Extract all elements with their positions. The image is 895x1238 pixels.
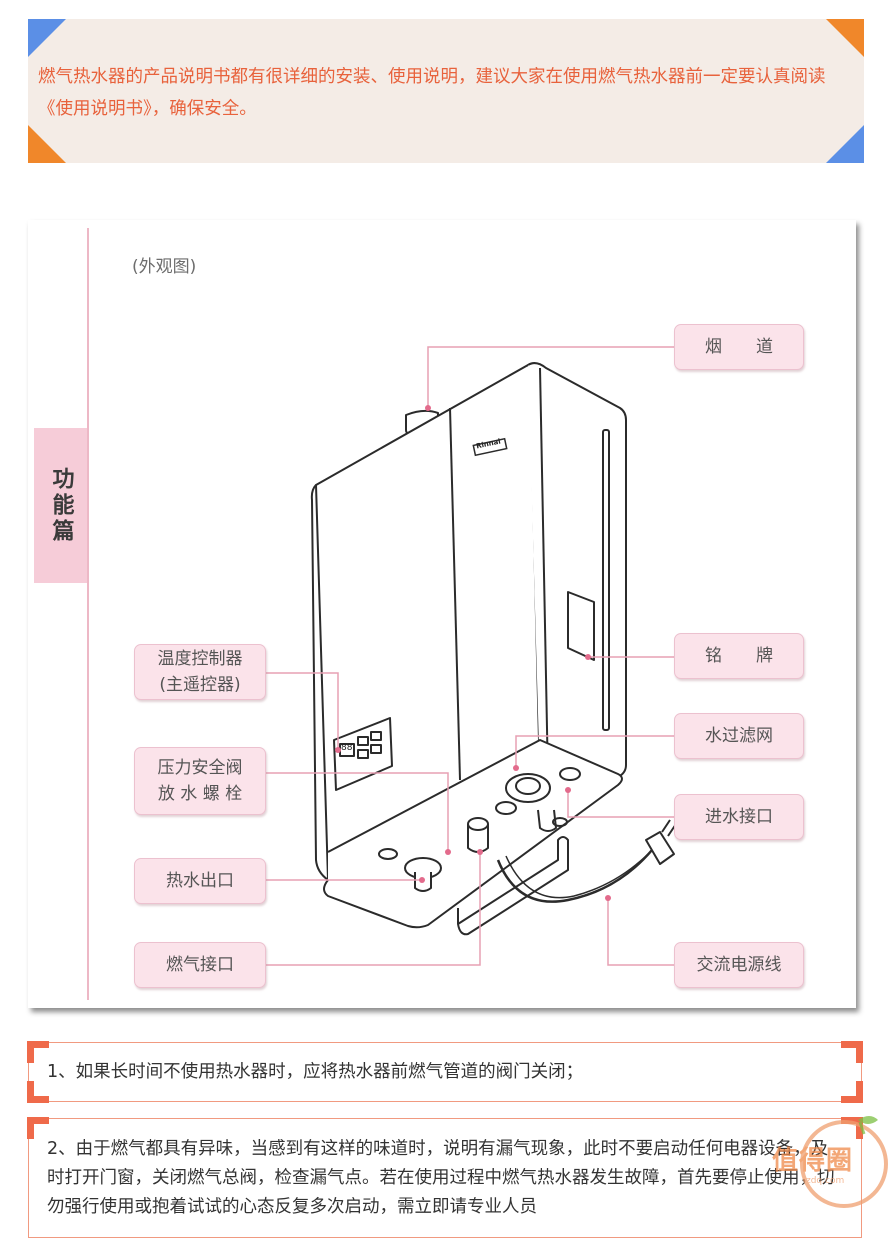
watermark-text: 值得圈 (772, 1146, 854, 1176)
label-line: (主遥控器) (159, 675, 241, 695)
corner-decoration (826, 19, 864, 57)
leader-dots (335, 405, 611, 901)
bracket-decoration (27, 1096, 49, 1103)
bracket-decoration (27, 1041, 49, 1048)
bracket-decoration (856, 1041, 863, 1063)
bracket-decoration (27, 1041, 34, 1063)
label-flue: 烟 道 (674, 324, 804, 370)
label-temperature-controller: 温度控制器 (主遥控器) (134, 644, 266, 700)
tip-box: 2、由于燃气都具有异味，当感到有这样的味道时，说明有漏气现象，此时不要启动任何电… (27, 1117, 863, 1238)
figure-caption: (外观图) (132, 257, 197, 277)
label-water-inlet: 进水接口 (674, 794, 804, 840)
bracket-decoration (856, 1117, 863, 1139)
site-watermark: 值得圈 zdq.com (766, 1110, 892, 1209)
tip-text: 2、由于燃气都具有异味，当感到有这样的味道时，说明有漏气现象，此时不要启动任何电… (47, 1139, 835, 1217)
corner-decoration (28, 19, 66, 57)
label-line: 温度控制器 (157, 649, 243, 669)
bracket-decoration (856, 1081, 863, 1103)
water-heater-diagram: (外观图) 功能篇 Rinnai 88 烟 道 铭 牌 水过滤网 进水接口 交流… (28, 220, 856, 1008)
label-nameplate: 铭 牌 (674, 633, 804, 679)
bracket-decoration (841, 1096, 863, 1103)
tip-text: 1、如果长时间不使用热水器时，应将热水器前燃气管道的阀门关闭； (47, 1062, 584, 1082)
panel-readout: 88 (341, 743, 353, 753)
label-pressure-safety-valve: 压力安全阀 放 水 螺 栓 (134, 747, 266, 815)
label-line: 压力安全阀 (157, 758, 243, 778)
label-water-filter: 水过滤网 (674, 713, 804, 759)
intro-notice: 燃气热水器的产品说明书都有很详细的安装、使用说明，建议大家在使用燃气热水器前一定… (28, 19, 864, 163)
bracket-decoration (27, 1081, 34, 1103)
label-hot-water-outlet: 热水出口 (134, 858, 266, 904)
label-gas-inlet: 燃气接口 (134, 942, 266, 988)
label-line: 放 水 螺 栓 (157, 784, 243, 804)
bracket-decoration (27, 1117, 49, 1124)
tip-box: 1、如果长时间不使用热水器时，应将热水器前燃气管道的阀门关闭； (27, 1041, 863, 1103)
corner-decoration (28, 125, 66, 163)
corner-decoration (826, 125, 864, 163)
section-tab: 功能篇 (34, 428, 87, 583)
brand-plate (472, 437, 508, 457)
intro-text: 燃气热水器的产品说明书都有很详细的安装、使用说明，建议大家在使用燃气热水器前一定… (38, 67, 826, 119)
bracket-decoration (841, 1041, 863, 1048)
bracket-decoration (841, 1117, 863, 1124)
watermark-logo (800, 1116, 888, 1208)
watermark-subtext: zdq.com (806, 1176, 845, 1186)
leader-lines (265, 346, 674, 966)
bracket-decoration (27, 1117, 34, 1139)
label-power-cord: 交流电源线 (674, 942, 804, 988)
diagram-drawing (87, 228, 677, 1000)
